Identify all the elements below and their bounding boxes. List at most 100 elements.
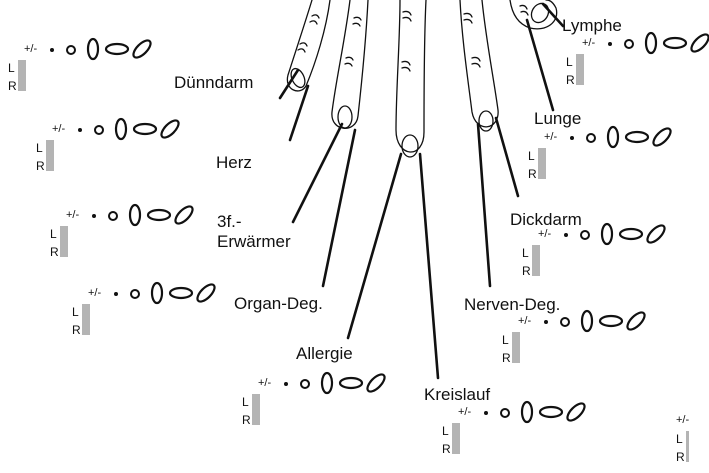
oval-tilted-icon[interactable]: [565, 401, 588, 424]
oval-tilted-icon[interactable]: [173, 204, 196, 227]
dot-icon[interactable]: [114, 292, 118, 296]
dot-icon[interactable]: [92, 214, 96, 218]
leader-allergie: [348, 154, 401, 338]
oval-vertical-icon[interactable]: [322, 373, 332, 393]
oval-horizontal-icon[interactable]: [170, 288, 192, 298]
grid-cell[interactable]: [459, 424, 460, 439]
ring-icon[interactable]: [66, 45, 76, 55]
plus-minus-label: +/-: [88, 287, 101, 299]
ring-icon[interactable]: [560, 317, 570, 327]
grid-cell[interactable]: [25, 76, 26, 91]
ring-icon[interactable]: [586, 133, 596, 143]
oval-tilted-icon[interactable]: [365, 372, 388, 395]
grid-cell[interactable]: [53, 141, 54, 156]
grid-row-left: [513, 333, 520, 348]
grid-row-left: [539, 149, 546, 164]
dot-icon[interactable]: [544, 320, 548, 324]
oval-vertical-icon[interactable]: [116, 119, 126, 139]
grid-cell[interactable]: [545, 149, 546, 164]
ring-icon[interactable]: [94, 125, 104, 135]
grid-cell[interactable]: [53, 156, 54, 171]
score-grid: [512, 332, 520, 363]
grid-cell[interactable]: [259, 410, 260, 425]
grid-cell[interactable]: [459, 439, 460, 454]
oval-tilted-icon[interactable]: [131, 38, 154, 61]
dot-icon[interactable]: [78, 128, 82, 132]
grid-row-left: [577, 55, 584, 70]
grid-cell[interactable]: [519, 333, 520, 348]
oval-horizontal-icon[interactable]: [620, 229, 642, 239]
ring-icon[interactable]: [624, 39, 634, 49]
oval-horizontal-icon[interactable]: [664, 38, 686, 48]
oval-vertical-icon[interactable]: [152, 283, 162, 303]
oval-tilted-icon[interactable]: [651, 126, 674, 149]
oval-horizontal-icon[interactable]: [148, 210, 170, 220]
grid-cell[interactable]: [539, 246, 540, 261]
oval-vertical-icon[interactable]: [130, 205, 140, 225]
oval-horizontal-icon[interactable]: [540, 407, 562, 417]
left-label: L: [676, 433, 683, 445]
ring-icon[interactable]: [108, 211, 118, 221]
oval-tilted-icon[interactable]: [689, 32, 709, 55]
oval-tilted-icon[interactable]: [159, 118, 182, 141]
label-herz: Herz: [216, 154, 252, 171]
oval-symbols: [518, 399, 594, 425]
right-label: R: [242, 414, 251, 426]
dot-icon[interactable]: [564, 233, 568, 237]
grid-cell[interactable]: [539, 261, 540, 276]
grid-cell[interactable]: [688, 432, 689, 447]
label-kreislauf: Kreislauf: [424, 386, 490, 403]
oval-horizontal-icon[interactable]: [600, 316, 622, 326]
oval-vertical-icon[interactable]: [88, 39, 98, 59]
grid-cell[interactable]: [583, 70, 584, 85]
leader-3f-erwaermer: [293, 124, 342, 222]
dot-icon[interactable]: [484, 411, 488, 415]
grid-cell[interactable]: [259, 395, 260, 410]
oval-symbols: [126, 202, 202, 228]
dot-icon[interactable]: [608, 42, 612, 46]
oval-horizontal-icon[interactable]: [340, 378, 362, 388]
ring-icon[interactable]: [130, 289, 140, 299]
grid-row-right: [687, 447, 689, 462]
grid-row-right: [19, 76, 26, 91]
oval-vertical-icon[interactable]: [582, 311, 592, 331]
left-label: L: [72, 306, 79, 318]
oval-symbols: [84, 36, 160, 62]
dot-icon[interactable]: [284, 382, 288, 386]
left-label: L: [502, 334, 509, 346]
grid-cell[interactable]: [89, 305, 90, 320]
grid-cell[interactable]: [545, 164, 546, 179]
right-label: R: [502, 352, 511, 364]
left-label: L: [8, 62, 15, 74]
right-label: R: [8, 80, 17, 92]
grid-cell[interactable]: [89, 320, 90, 335]
oval-tilted-icon[interactable]: [195, 282, 218, 305]
right-label: R: [566, 74, 575, 86]
ring-icon[interactable]: [500, 408, 510, 418]
left-label: L: [522, 247, 529, 259]
oval-vertical-icon[interactable]: [646, 33, 656, 53]
grid-cell[interactable]: [583, 55, 584, 70]
oval-vertical-icon[interactable]: [602, 224, 612, 244]
oval-horizontal-icon[interactable]: [106, 44, 128, 54]
oval-horizontal-icon[interactable]: [626, 132, 648, 142]
oval-tilted-icon[interactable]: [625, 310, 648, 333]
dot-icon[interactable]: [570, 136, 574, 140]
grid-cell[interactable]: [67, 242, 68, 257]
grid-cell[interactable]: [67, 227, 68, 242]
oval-horizontal-icon[interactable]: [134, 124, 156, 134]
grid-cell[interactable]: [688, 447, 689, 462]
oval-vertical-icon[interactable]: [608, 127, 618, 147]
score-grid: [532, 245, 540, 276]
ring-icon[interactable]: [300, 379, 310, 389]
ring-icon[interactable]: [580, 230, 590, 240]
oval-vertical-icon[interactable]: [522, 402, 532, 422]
grid-row-right: [513, 348, 520, 363]
dot-icon[interactable]: [50, 48, 54, 52]
oval-tilted-icon[interactable]: [645, 223, 668, 246]
grid-row-left: [687, 432, 689, 447]
leader-nerven-deg: [478, 124, 490, 286]
grid-cell[interactable]: [519, 348, 520, 363]
grid-cell[interactable]: [25, 61, 26, 76]
